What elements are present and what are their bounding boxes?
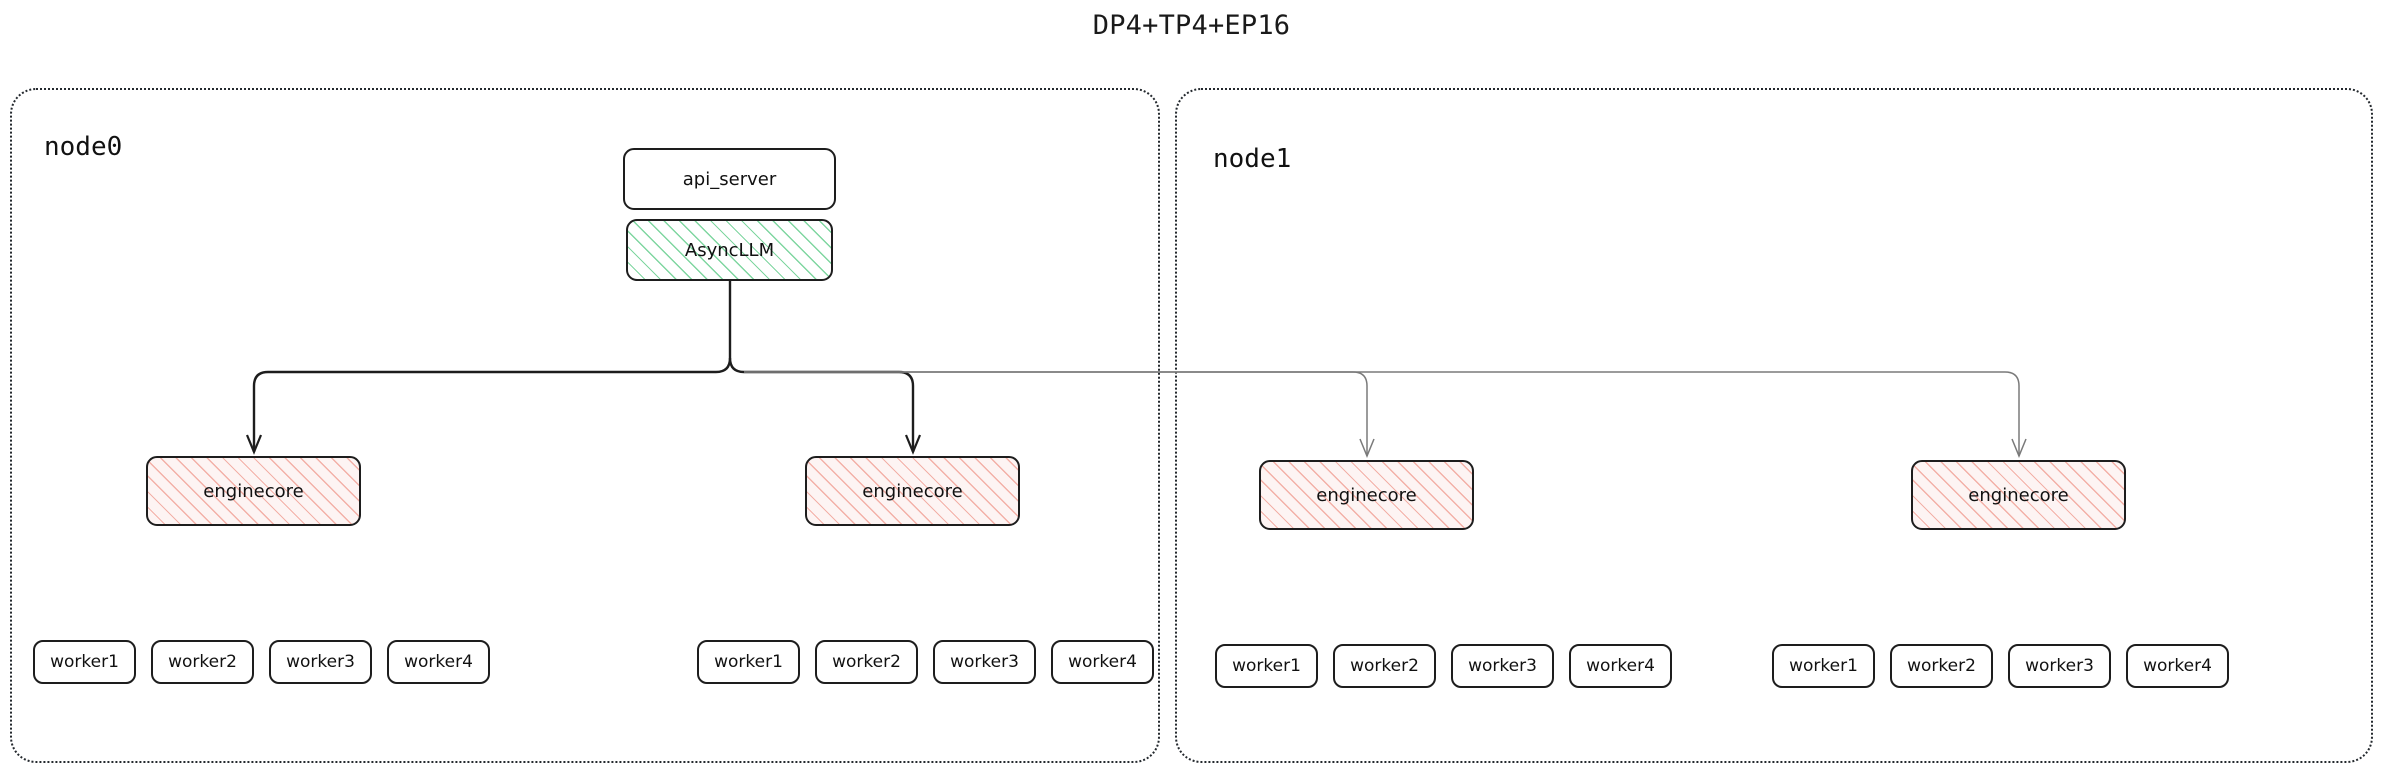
worker-box[interactable]: worker4 [1051, 640, 1154, 684]
node-label-node0: node0 [44, 132, 123, 162]
worker-box[interactable]: worker2 [151, 640, 254, 684]
enginecore-box[interactable]: enginecore [1911, 460, 2126, 530]
worker-box[interactable]: worker3 [269, 640, 372, 684]
page-title: DP4+TP4+EP16 [1092, 10, 1291, 41]
node-label-node1: node1 [1213, 144, 1292, 174]
worker-box[interactable]: worker1 [33, 640, 136, 684]
async-llm-box[interactable]: AsyncLLM [626, 219, 833, 281]
worker-box[interactable]: worker1 [1215, 644, 1318, 688]
worker-box[interactable]: worker1 [697, 640, 800, 684]
worker-box[interactable]: worker4 [2126, 644, 2229, 688]
worker-box[interactable]: worker2 [815, 640, 918, 684]
worker-box[interactable]: worker3 [1451, 644, 1554, 688]
enginecore-box[interactable]: enginecore [805, 456, 1020, 526]
worker-box[interactable]: worker3 [2008, 644, 2111, 688]
enginecore-box[interactable]: enginecore [1259, 460, 1474, 530]
worker-box[interactable]: worker2 [1890, 644, 1993, 688]
worker-box[interactable]: worker4 [1569, 644, 1672, 688]
worker-box[interactable]: worker3 [933, 640, 1036, 684]
enginecore-box[interactable]: enginecore [146, 456, 361, 526]
worker-box[interactable]: worker2 [1333, 644, 1436, 688]
worker-box[interactable]: worker1 [1772, 644, 1875, 688]
worker-box[interactable]: worker4 [387, 640, 490, 684]
api-server-box[interactable]: api_server [623, 148, 836, 210]
